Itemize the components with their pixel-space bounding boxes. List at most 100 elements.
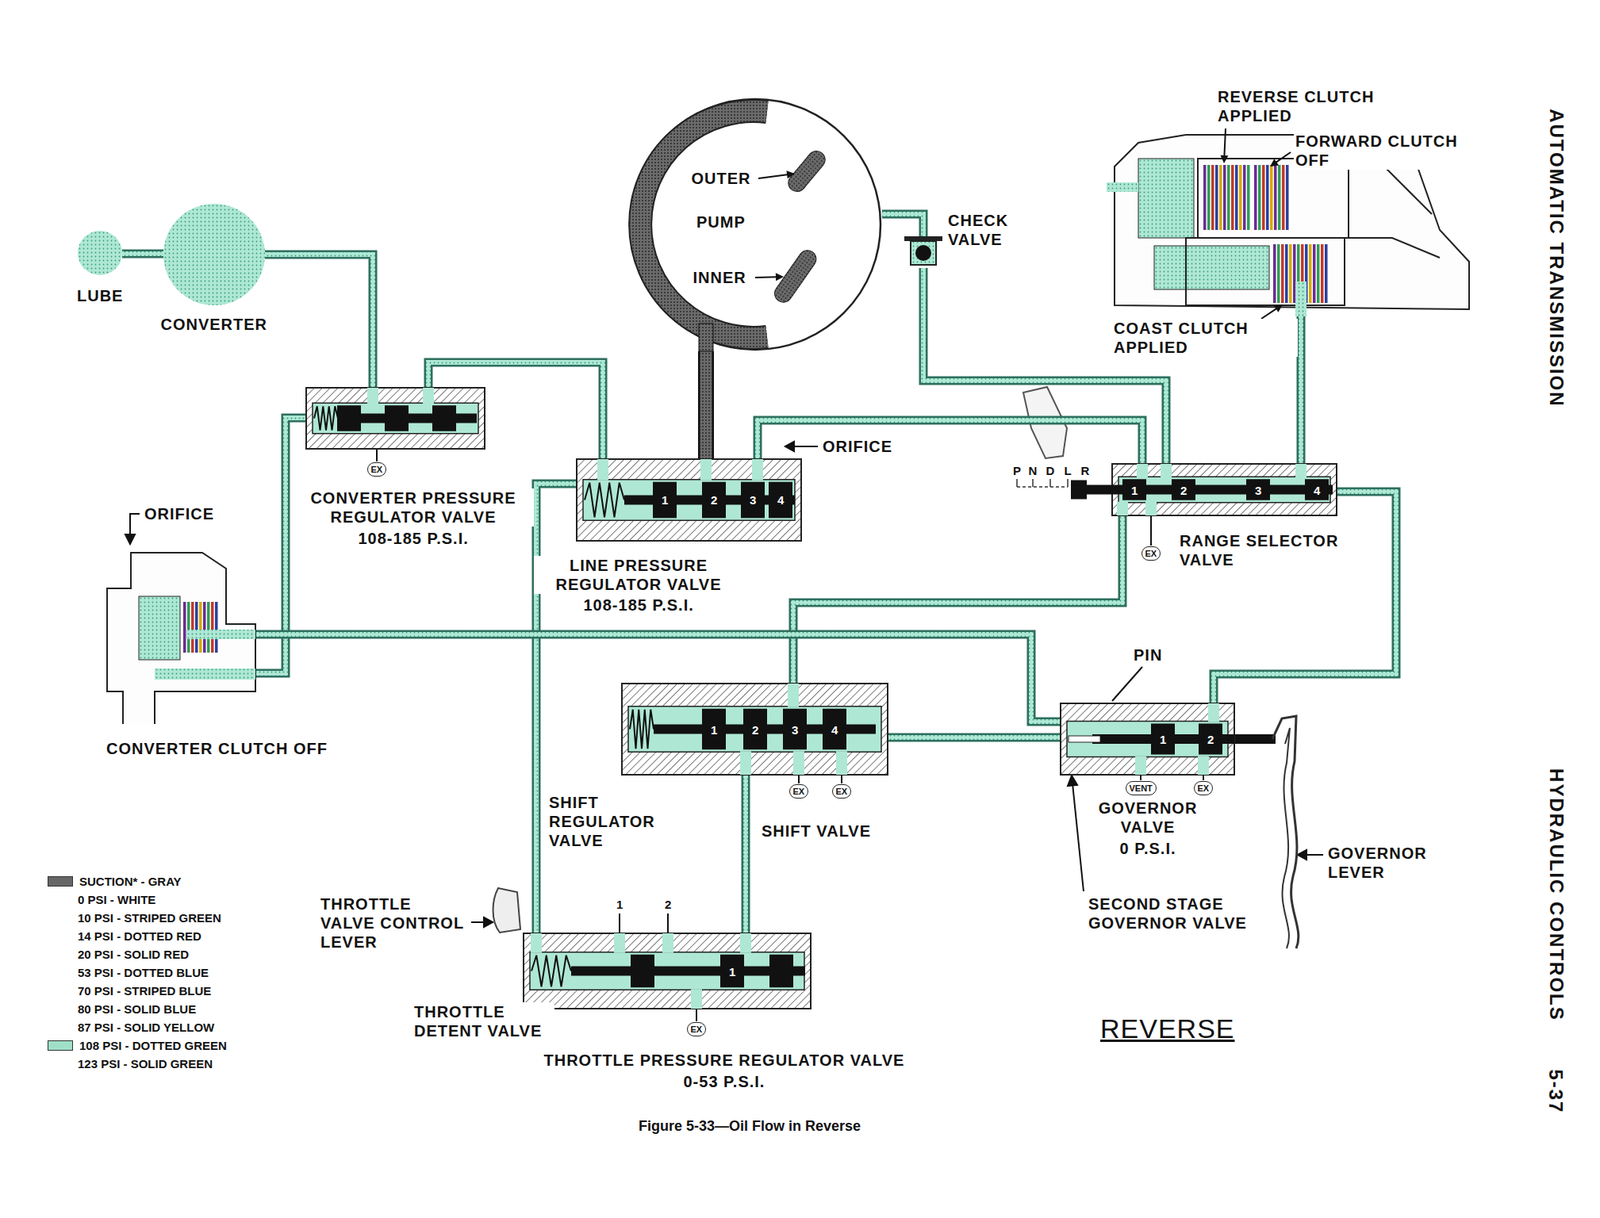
apply-passage	[1295, 281, 1307, 317]
legend-row: 14 PSI - DOTTED RED	[47, 927, 227, 946]
node-label: CONVERTER	[159, 314, 270, 334]
leader-line	[1261, 307, 1278, 319]
legend-row: 108 PSI - DOTTED GREEN	[47, 1036, 227, 1056]
leader-line	[130, 514, 140, 537]
leader-line	[1223, 128, 1226, 158]
valve-housing	[576, 459, 802, 542]
valve-housing	[1060, 703, 1235, 776]
node-label: LUBE	[75, 286, 125, 306]
leader-line	[755, 276, 778, 279]
clutch-plate	[1273, 244, 1277, 304]
oil-passage	[1300, 316, 1302, 465]
valve-body: RANGE SELECTOR VALVE	[1070, 464, 1337, 516]
page-header: HYDRAULIC CONTROLS	[1543, 767, 1567, 1024]
exhaust-stub	[695, 1009, 698, 1022]
clutch-plate	[199, 602, 203, 653]
clutch-plate	[1243, 164, 1247, 231]
spool-land	[630, 955, 655, 989]
shape-outline	[523, 933, 811, 1010]
pump-housing	[629, 99, 881, 350]
converter-clutch: CONVERTER CLUTCH OFF	[107, 541, 256, 725]
clutch-plate	[1254, 164, 1258, 231]
node-label: CONVERTER CLUTCH OFF	[104, 739, 330, 759]
arrow-head	[785, 441, 795, 452]
pipe-oil	[1298, 316, 1304, 465]
clutch-plate	[1316, 244, 1320, 304]
position-mark: L	[1063, 464, 1073, 479]
clutch-plate	[1312, 244, 1317, 304]
callout-label: PIN	[1131, 645, 1164, 665]
clutch-plate	[1308, 244, 1313, 304]
figure-caption: Figure 5-33—Oil Flow in Reverse	[636, 1118, 864, 1136]
spool-land	[337, 405, 361, 432]
node-label: LINE PRESSURE REGULATOR VALVE	[533, 556, 744, 595]
arrow-head	[125, 534, 135, 545]
node-label: RANGE SELECTOR VALVE	[1177, 531, 1372, 570]
pipe-oil	[700, 351, 713, 460]
pipe-wall	[536, 483, 577, 934]
node-label: GOVERNOR VALVE	[1078, 798, 1217, 837]
governor-spool-stem	[1234, 734, 1276, 745]
spool-knob	[1070, 480, 1087, 500]
pipe-oil	[122, 251, 164, 257]
shape-outline	[1070, 464, 1337, 516]
valve-port	[367, 387, 379, 404]
diagram-title: REVERSE	[1097, 1013, 1238, 1045]
pipe-oil	[743, 775, 749, 934]
oil-passage	[264, 254, 373, 388]
node-label: 0-53 P.S.I.	[682, 1072, 768, 1092]
pipe-wall	[793, 515, 1123, 684]
valve-bore	[628, 706, 882, 753]
valve-spring	[531, 955, 572, 988]
pipe-wall	[741, 775, 751, 934]
position-tick	[1049, 479, 1052, 488]
page-header: 5-37	[1544, 1067, 1568, 1116]
legend-text: 87 PSI - SOLID YELLOW	[77, 1020, 215, 1035]
position-ticks	[1016, 479, 1068, 488]
shape-outline	[628, 97, 883, 352]
pipe-wall	[1296, 316, 1306, 465]
position-mark: P	[1012, 464, 1022, 479]
oil-passage	[757, 420, 1143, 465]
spool-land	[720, 955, 745, 989]
apply-passage	[1106, 182, 1139, 192]
legend-row: 0 PSI - WHITE	[47, 890, 227, 910]
valve-port	[752, 459, 764, 481]
shape-outline	[576, 459, 802, 542]
clutch-plate	[1223, 164, 1227, 231]
land-number: 1	[1131, 484, 1138, 497]
spool-land	[740, 482, 765, 519]
legend-text: 53 PSI - DOTTED BLUE	[77, 966, 209, 980]
oil-passage	[536, 483, 577, 934]
callout-label: THROTTLE VALVE CONTROL LEVER	[318, 894, 472, 952]
position-tick	[1016, 486, 1068, 488]
node-label: CONVERTER PRESSURE REGULATOR VALVE	[292, 488, 534, 527]
legend-text: 0 PSI - WHITE	[77, 893, 156, 907]
clutch-plate	[1219, 164, 1223, 231]
converter-circle: CONVERTER	[163, 203, 265, 306]
leader-line	[1275, 152, 1291, 163]
position-tick	[1016, 479, 1018, 488]
exhaust-stub	[798, 775, 800, 784]
callout-label: SHIFT REGULATOR VALVE	[547, 793, 670, 851]
node-label: PUMP	[694, 212, 748, 232]
valve-body: CONVERTER PRESSURE REGULATOR VALVE108-18…	[306, 387, 485, 449]
exhaust-port-label: EX	[367, 462, 388, 477]
oil-passage	[1213, 491, 1397, 704]
valve-spring	[314, 406, 338, 431]
clutch-plate	[187, 602, 191, 653]
clutch-plate	[1281, 244, 1285, 304]
land-number: 4	[831, 724, 838, 737]
pump-body: OUTERPUMPINNER	[628, 97, 883, 352]
spool-land	[768, 482, 793, 519]
clutch-plate	[1320, 244, 1324, 304]
exhaust-stub	[1139, 775, 1142, 781]
valve-spring	[629, 709, 654, 750]
legend-text: 80 PSI - SOLID BLUE	[77, 1002, 196, 1017]
position-mark: D	[1045, 464, 1056, 479]
valve-housing	[523, 933, 811, 1010]
oil-passage	[793, 515, 1123, 684]
node-label: INNER	[691, 268, 749, 288]
clutch-plate	[1270, 164, 1274, 231]
shape-outline	[907, 236, 940, 269]
